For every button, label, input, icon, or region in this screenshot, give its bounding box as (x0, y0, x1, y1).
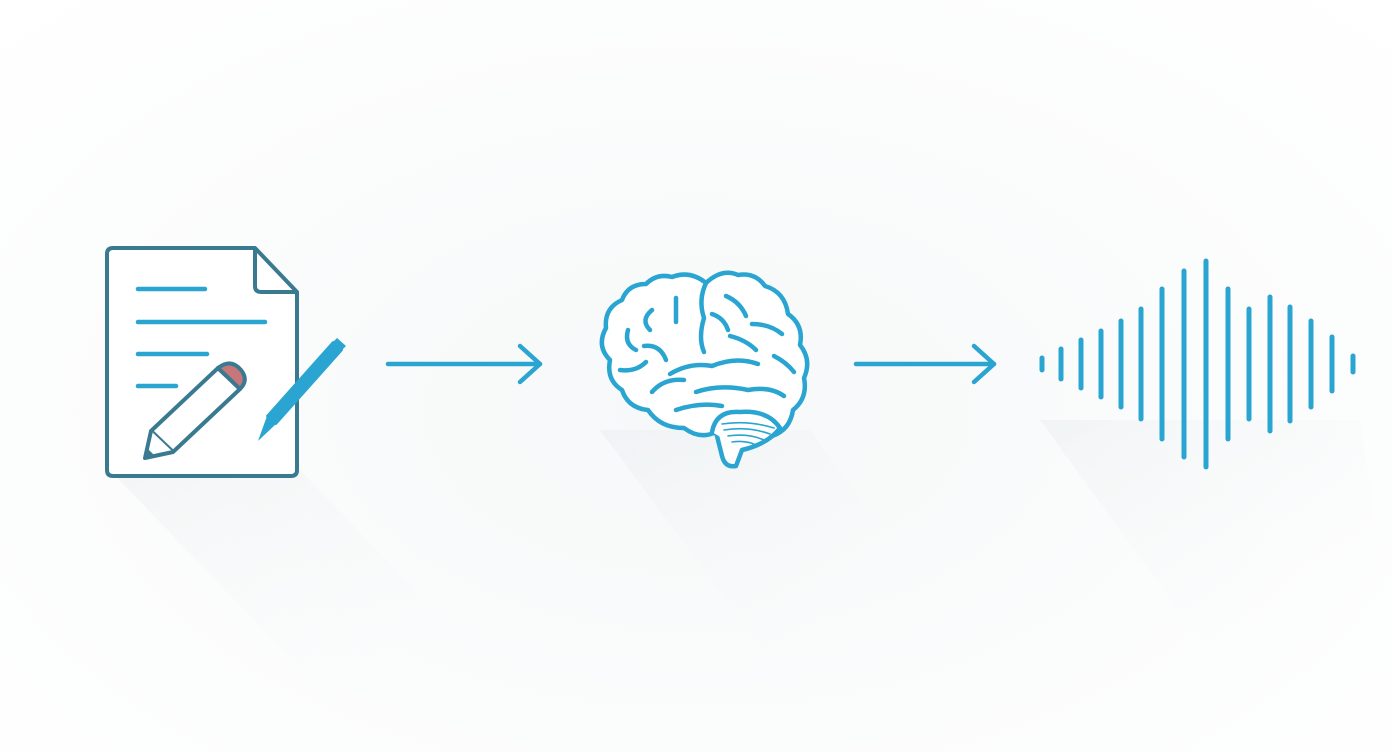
pencil-eraser (216, 361, 247, 391)
shadows (110, 420, 1392, 700)
right-arrow-icon (853, 343, 997, 385)
document-fold (253, 248, 297, 294)
document-with-pencil-icon (105, 246, 346, 478)
right-arrow-icon (385, 343, 543, 385)
pencil-icon (143, 361, 247, 460)
brain-folds (617, 280, 797, 413)
brain-icon (599, 270, 810, 469)
document-outline (105, 246, 299, 478)
cerebellum (709, 409, 783, 453)
document-text-lines (135, 286, 268, 389)
cerebellum-lines (721, 421, 775, 446)
sound-wave-icon (1039, 258, 1356, 470)
blue-pencil-icon (258, 338, 346, 441)
